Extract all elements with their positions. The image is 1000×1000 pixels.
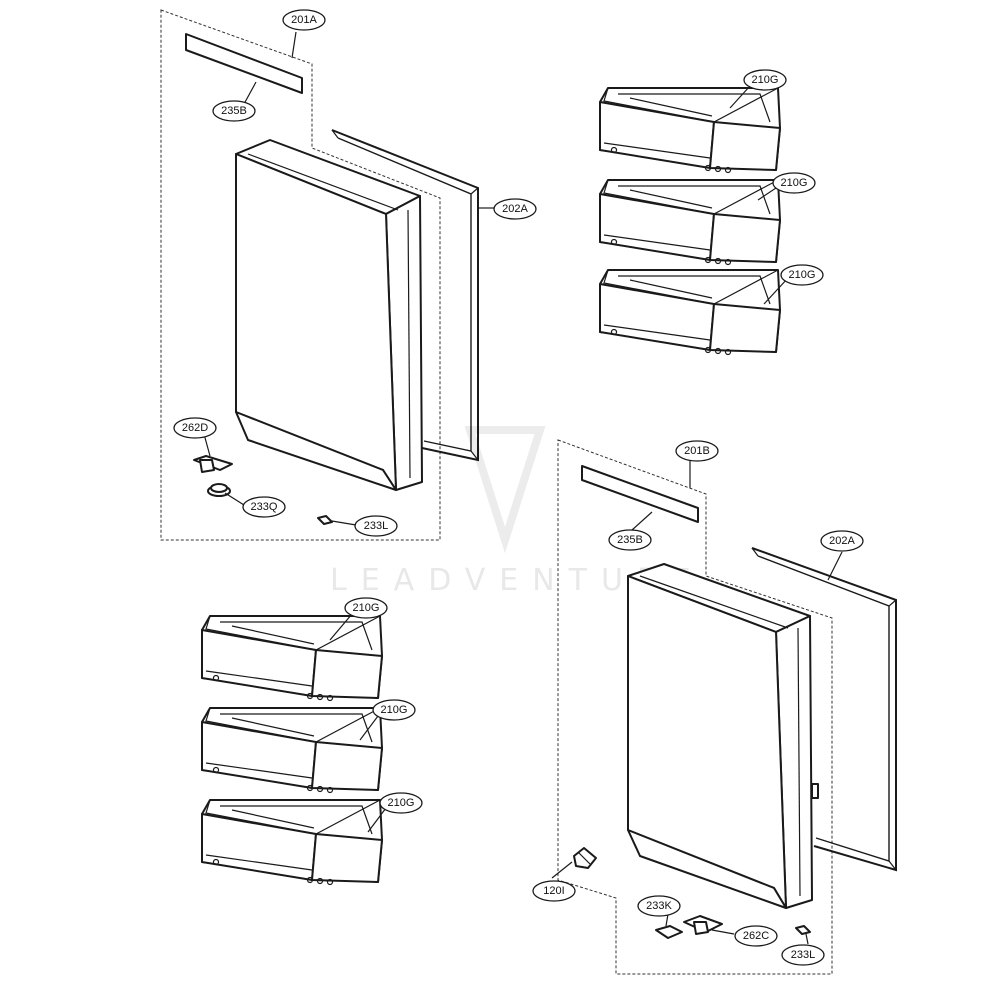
svg-text:233Q: 233Q xyxy=(251,501,278,513)
callout-201A: 201A xyxy=(282,9,326,31)
svg-text:210G: 210G xyxy=(388,797,415,809)
bins-group-right-top xyxy=(599,85,789,356)
callout-233L-top: 233L xyxy=(354,515,398,537)
door-bin-right-2 xyxy=(599,179,781,266)
svg-text:210G: 210G xyxy=(781,177,808,189)
door-bin-right-1 xyxy=(599,87,781,174)
door-bin-left-1 xyxy=(201,615,383,702)
door-bin-left-3 xyxy=(201,799,383,886)
callout-262C: 262C xyxy=(734,925,778,947)
callout-233L-bottom: 233L xyxy=(781,944,825,966)
svg-text:235B: 235B xyxy=(617,534,643,546)
callout-235B-bottom: 235B xyxy=(608,529,652,551)
callout-202A-top: 202A xyxy=(493,198,537,220)
svg-text:233K: 233K xyxy=(646,900,672,912)
svg-text:262C: 262C xyxy=(743,930,769,942)
svg-text:210G: 210G xyxy=(381,704,408,716)
callout-235B-top: 235B xyxy=(212,100,256,122)
callout-210G-left-2: 210G xyxy=(372,699,416,721)
door-gasket-bottom-right xyxy=(751,547,897,872)
callout-233Q: 233Q xyxy=(242,496,286,518)
svg-text:233L: 233L xyxy=(791,949,815,961)
callout-210G-right-3: 210G xyxy=(780,264,824,286)
bins-group-left-bottom xyxy=(201,613,387,886)
svg-text:262D: 262D xyxy=(182,422,208,434)
door-trim-strip-bottom-right xyxy=(581,465,699,523)
cap-part-233Q xyxy=(207,483,231,497)
svg-text:210G: 210G xyxy=(789,269,816,281)
svg-text:235B: 235B xyxy=(221,105,247,117)
callout-210G-right-1: 210G xyxy=(743,69,787,91)
svg-text:201A: 201A xyxy=(291,14,317,26)
callout-210G-left-1: 210G xyxy=(344,597,388,619)
callout-202A-bottom: 202A xyxy=(820,530,864,552)
callout-120I: 120I xyxy=(532,880,576,902)
callout-262D: 262D xyxy=(173,417,217,439)
svg-text:201B: 201B xyxy=(684,445,710,457)
door-bin-left-2 xyxy=(201,707,383,794)
callout-233K: 233K xyxy=(637,895,681,917)
door-trim-strip-top-left xyxy=(185,33,303,94)
callout-201B: 201B xyxy=(675,440,719,462)
assembly-boundary-bottom-right xyxy=(557,439,833,975)
hinge-part-120I xyxy=(573,847,597,869)
door-assembly-bottom-right xyxy=(551,439,897,975)
hinge-bracket-262D xyxy=(193,455,233,473)
svg-text:210G: 210G xyxy=(752,74,779,86)
hinge-bracket-262C xyxy=(683,915,723,935)
callout-210G-right-2: 210G xyxy=(772,172,816,194)
svg-text:233L: 233L xyxy=(364,520,388,532)
cap-part-233K xyxy=(655,925,683,939)
clip-part-233L-top xyxy=(317,515,333,525)
door-panel-top-left xyxy=(235,139,423,491)
svg-text:210G: 210G xyxy=(353,602,380,614)
door-panel-bottom-right xyxy=(627,563,819,909)
door-assembly-top-left xyxy=(160,9,494,541)
svg-text:202A: 202A xyxy=(829,535,855,547)
callouts: 201A 235B 202A 262D 233Q 233L 210G 210 xyxy=(173,9,864,966)
svg-text:120I: 120I xyxy=(543,885,564,897)
callout-210G-left-3: 210G xyxy=(379,792,423,814)
door-gasket-top-left xyxy=(331,129,479,462)
door-bin-right-3 xyxy=(599,269,781,356)
clip-part-233L-bottom xyxy=(795,925,811,935)
assembly-boundary-top-left xyxy=(160,9,441,541)
svg-text:202A: 202A xyxy=(502,203,528,215)
